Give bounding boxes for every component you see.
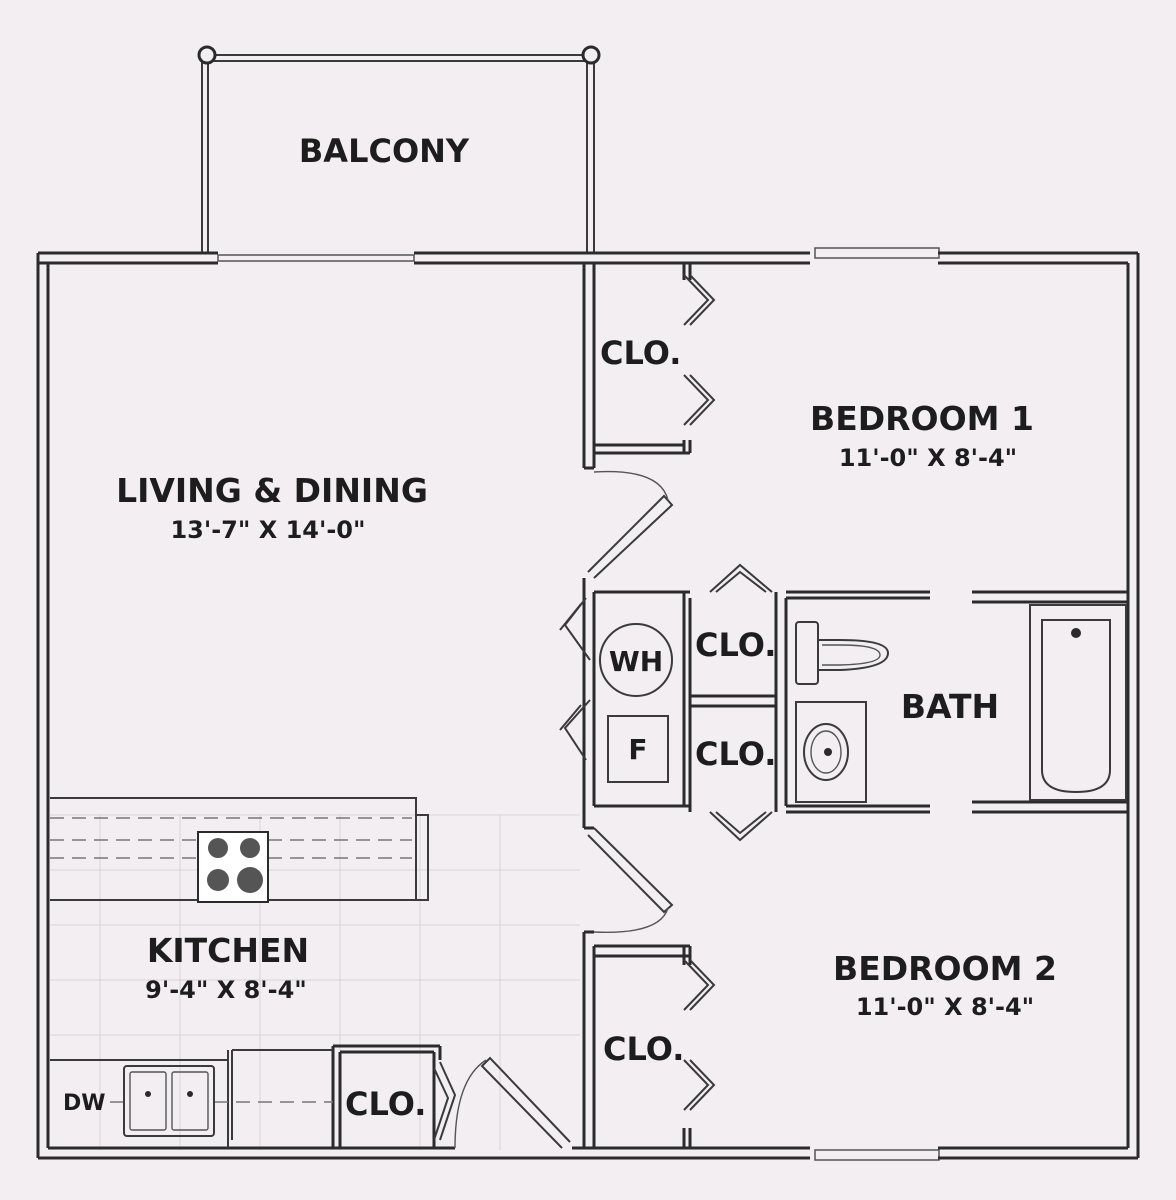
closet-label-kitchen: CLO. [345,1085,426,1123]
balcony-railing [197,45,601,253]
closet-label-hall-upper: CLO. [695,626,776,664]
bathtub [1029,604,1127,801]
bedroom-2-window [814,1149,940,1161]
water-heater-symbol [599,623,673,697]
closet-label-bedroom-1: CLO. [600,334,681,372]
kitchen-floor-grid [50,814,580,1150]
swing-doors [454,470,674,1149]
toilet [795,621,890,685]
bedroom-2-label: BEDROOM 2 [833,949,1057,988]
water-heater-label: WH [609,645,663,678]
bath-label: BATH [901,687,999,726]
closet-label-hall-lower: CLO. [695,735,776,773]
living-dining-size: 13'-7" X 14'-0" [170,516,365,544]
kitchen-label: KITCHEN [147,931,309,970]
interior-walls [50,261,1128,1148]
living-dining-label: LIVING & DINING [116,471,428,510]
bifold-doors [433,274,773,1141]
furnace-label: F [628,733,647,766]
kitchen-size: 9'-4" X 8'-4" [145,976,307,1004]
dishwasher-label: DW [63,1091,106,1116]
balcony-label: BALCONY [299,132,470,170]
closet-label-bedroom-2: CLO. [603,1030,684,1068]
bath-vanity-sink [795,701,867,803]
bedroom-2-size: 11'-0" X 8'-4" [856,993,1034,1021]
bedroom-1-label: BEDROOM 1 [810,399,1034,438]
furnace-symbol [607,715,669,783]
bedroom-1-size: 11'-0" X 8'-4" [839,444,1017,472]
range-stove [197,831,269,903]
balcony-slider-window [217,254,415,262]
bedroom-1-window [814,247,940,259]
counter-dashes [50,817,412,1103]
kitchen-sink [123,1065,215,1137]
